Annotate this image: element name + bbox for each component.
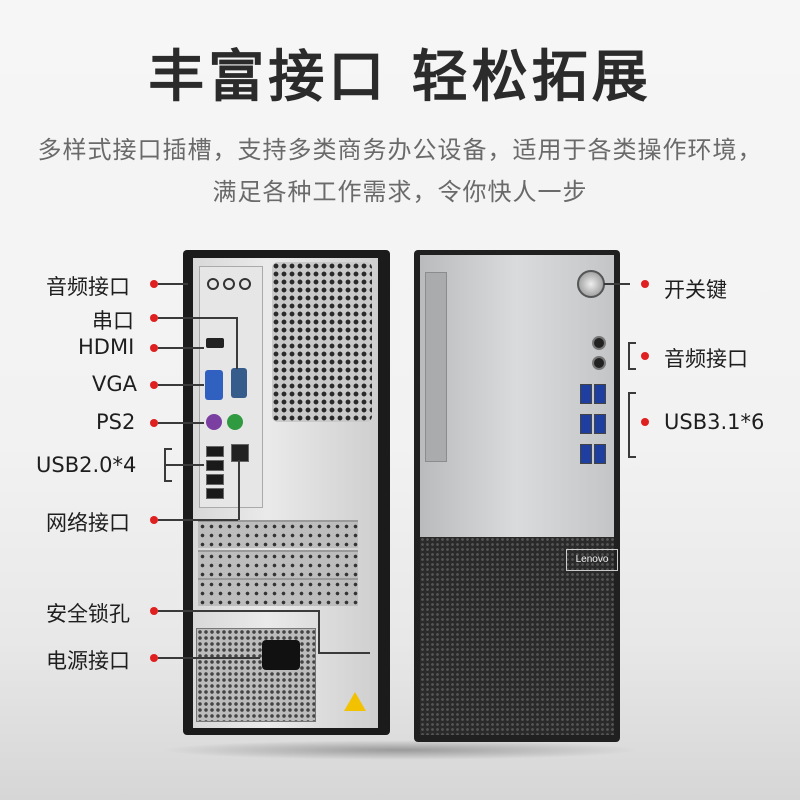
page-title: 丰富接口 轻松拓展 xyxy=(148,45,652,110)
callout-bracket xyxy=(628,456,636,458)
label-usb2: USB2.0*4 xyxy=(36,453,137,477)
callout-line xyxy=(238,460,240,520)
label-power-port: 电源接口 xyxy=(46,649,130,673)
usb-port-icon xyxy=(206,488,224,499)
usb-port-icon xyxy=(580,384,592,404)
label-hdmi: HDMI xyxy=(78,335,135,359)
audio-jack-icon xyxy=(207,278,219,290)
label-audio-rear: 音频接口 xyxy=(46,275,130,299)
expansion-slot xyxy=(198,578,358,606)
label-security-lock: 安全锁孔 xyxy=(46,602,130,626)
floor-shadow xyxy=(160,740,640,760)
callout-bracket xyxy=(164,448,172,450)
subtitle-line-2: 满足各种工作需求，令你快人一步 xyxy=(212,178,588,206)
vga-port-icon xyxy=(205,370,223,400)
callout-line xyxy=(158,422,204,424)
marker-dot xyxy=(641,280,649,288)
callout-bracket xyxy=(628,392,630,458)
lan-port-icon xyxy=(231,444,249,462)
callout-line xyxy=(604,283,630,285)
usb-port-icon xyxy=(206,474,224,485)
usb-port-icon xyxy=(594,414,606,434)
audio-jack-icon xyxy=(592,336,606,350)
hdmi-port-icon xyxy=(206,338,224,348)
audio-jack-icon xyxy=(223,278,235,290)
callout-line xyxy=(158,519,238,521)
marker-dot xyxy=(150,381,158,389)
label-ps2: PS2 xyxy=(96,410,136,434)
serial-port-icon xyxy=(231,368,247,398)
callout-bracket xyxy=(628,392,636,394)
marker-dot xyxy=(150,280,158,288)
rear-vent-grille xyxy=(272,262,372,422)
callout-line xyxy=(158,610,318,612)
ps2-port-icon xyxy=(206,414,222,430)
warning-icon xyxy=(344,692,366,711)
audio-jack-icon xyxy=(239,278,251,290)
power-button-icon xyxy=(577,270,605,298)
callout-line xyxy=(158,317,236,319)
callout-line xyxy=(158,384,204,386)
marker-dot xyxy=(150,516,158,524)
label-vga: VGA xyxy=(92,372,138,396)
audio-jack-icon xyxy=(592,356,606,370)
marker-dot xyxy=(150,344,158,352)
expansion-slot xyxy=(198,520,358,548)
drive-bay xyxy=(425,272,447,462)
callout-line xyxy=(158,347,204,349)
label-lan: 网络接口 xyxy=(46,511,130,535)
expansion-slot xyxy=(198,550,358,578)
label-power-button: 开关键 xyxy=(664,278,727,302)
marker-dot xyxy=(150,654,158,662)
ps2-port-icon xyxy=(227,414,243,430)
callout-bracket xyxy=(628,368,636,370)
usb-port-icon xyxy=(206,460,224,471)
marker-dot xyxy=(150,607,158,615)
label-serial: 串口 xyxy=(92,309,134,333)
callout-line xyxy=(236,317,238,369)
power-socket-icon xyxy=(262,640,300,670)
callout-bracket xyxy=(164,448,166,482)
label-audio-front: 音频接口 xyxy=(664,347,748,371)
callout-bracket xyxy=(628,342,636,344)
usb-port-icon xyxy=(594,444,606,464)
usb-port-icon xyxy=(594,384,606,404)
marker-dot xyxy=(641,418,649,426)
label-usb3: USB3.1*6 xyxy=(664,410,765,434)
callout-bracket xyxy=(164,480,172,482)
subtitle-line-1: 多样式接口插槽，支持多类商务办公设备，适用于各类操作环境， xyxy=(37,136,763,164)
marker-dot xyxy=(150,314,158,322)
marker-dot xyxy=(641,352,649,360)
lenovo-logo: Lenovo xyxy=(566,549,618,571)
marker-dot xyxy=(150,419,158,427)
callout-line xyxy=(158,283,188,285)
callout-bracket xyxy=(628,342,630,370)
usb-port-icon xyxy=(580,414,592,434)
callout-line xyxy=(318,652,370,654)
usb-port-icon xyxy=(580,444,592,464)
usb-port-icon xyxy=(206,446,224,457)
callout-line xyxy=(166,464,204,466)
callout-line xyxy=(158,657,260,659)
callout-line xyxy=(318,610,320,652)
